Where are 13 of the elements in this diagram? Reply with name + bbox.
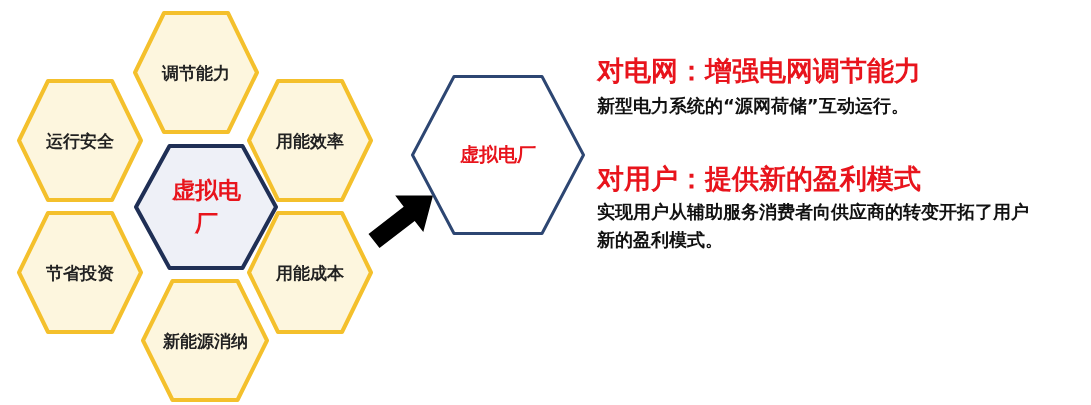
block-arrow bbox=[368, 195, 433, 249]
node-label: 节省投资 bbox=[45, 261, 115, 284]
label-heading: 对电网：增强电网调节能力 bbox=[597, 54, 922, 88]
node-label: 新能源消纳 bbox=[161, 329, 249, 352]
description-text: 实现用户从辅助服务消费者向供应商的转变开拓了用户新的盈利模式。 bbox=[597, 200, 1030, 252]
node-label: 用能效率 bbox=[275, 129, 345, 152]
description-text: 新型电力系统的“源网荷储”互动运行。 bbox=[597, 94, 910, 118]
label-heading: 对用户：提供新的盈利模式 bbox=[597, 162, 922, 196]
node-label: 调节能力 bbox=[160, 61, 231, 84]
node-label: 虚拟电厂 bbox=[459, 142, 537, 167]
node-label: 运行安全 bbox=[45, 129, 115, 152]
node-label: 用能成本 bbox=[275, 261, 345, 284]
node-label: 虚拟电厂 bbox=[171, 175, 241, 238]
